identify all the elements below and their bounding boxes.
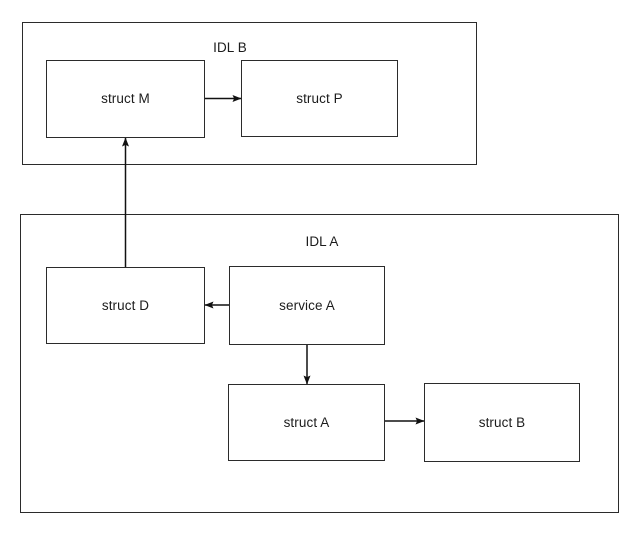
group-label-idl-a: IDL A [305,234,339,249]
node-label-struct-b: struct B [478,414,526,430]
node-label-struct-p: struct P [296,90,343,106]
group-container-idl-a [20,214,619,513]
node-label-struct-m: struct M [101,91,150,107]
node-struct-b[interactable]: struct B [424,383,580,462]
node-service-a[interactable]: service A [229,266,385,345]
group-label-idl-b: IDL B [213,40,247,55]
node-struct-d[interactable]: struct D [46,267,205,344]
node-struct-p[interactable]: struct P [241,60,398,137]
node-label-struct-d: struct D [101,297,150,313]
node-struct-a[interactable]: struct A [228,384,385,461]
node-struct-m[interactable]: struct M [46,60,205,138]
group-container-idl-b [22,22,477,165]
node-label-service-a: service A [279,297,335,313]
node-label-struct-a: struct A [283,414,330,430]
